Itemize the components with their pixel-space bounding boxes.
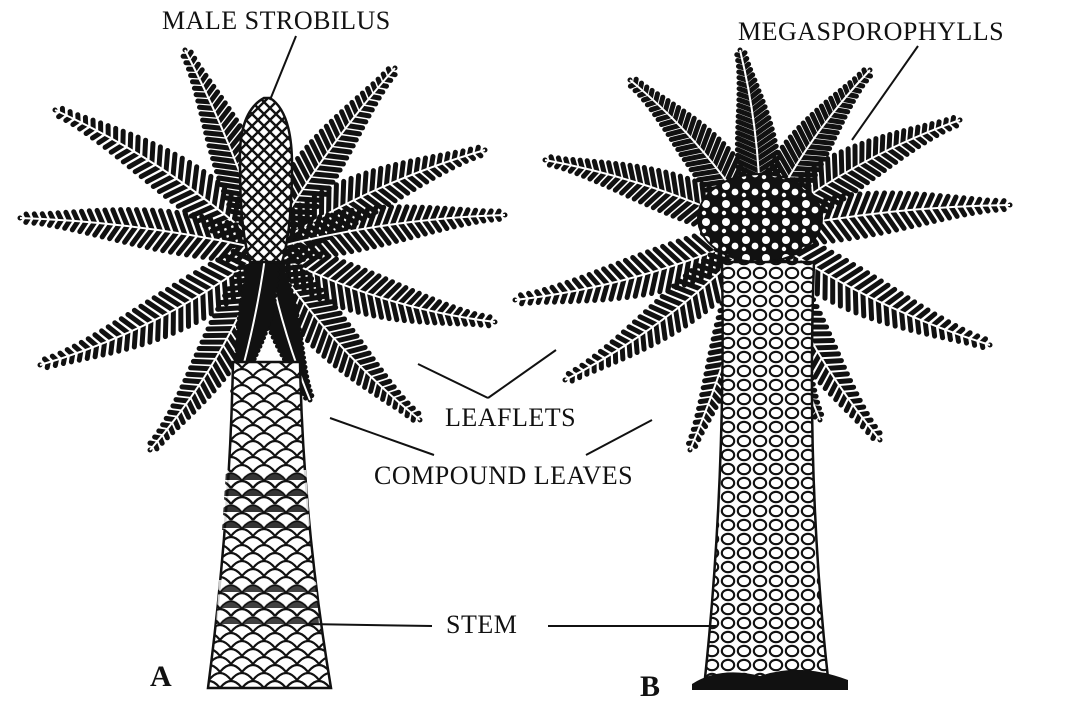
stem-a-dark-band (222, 470, 310, 530)
megasporophyll-cluster (698, 174, 822, 262)
leaflets-label: LEAFLETS (445, 403, 576, 433)
megasporophylls-label: MEGASPOROPHYLLS (738, 17, 1004, 47)
stem-label: STEM (446, 610, 517, 640)
leader-megasporophylls (852, 46, 918, 140)
figure-b-label: B (640, 670, 660, 704)
stem-a-dark-band-2 (216, 580, 319, 625)
plant-b (515, 50, 1010, 690)
leader-stem-a (306, 624, 432, 626)
leader-leaflets-a (418, 364, 488, 398)
stem-b (705, 262, 828, 678)
leader-compound-leaves-b (586, 420, 652, 455)
leader-male-strobilus (270, 36, 296, 100)
leader-compound-leaves-a (330, 418, 434, 455)
plant-a (20, 50, 505, 688)
figure-a-label: A (150, 660, 172, 694)
male-strobilus-label: MALE STROBILUS (162, 6, 391, 36)
leader-leaflets-b (488, 350, 556, 398)
male-strobilus (240, 98, 292, 262)
compound-leaves-label: COMPOUND LEAVES (374, 461, 633, 491)
